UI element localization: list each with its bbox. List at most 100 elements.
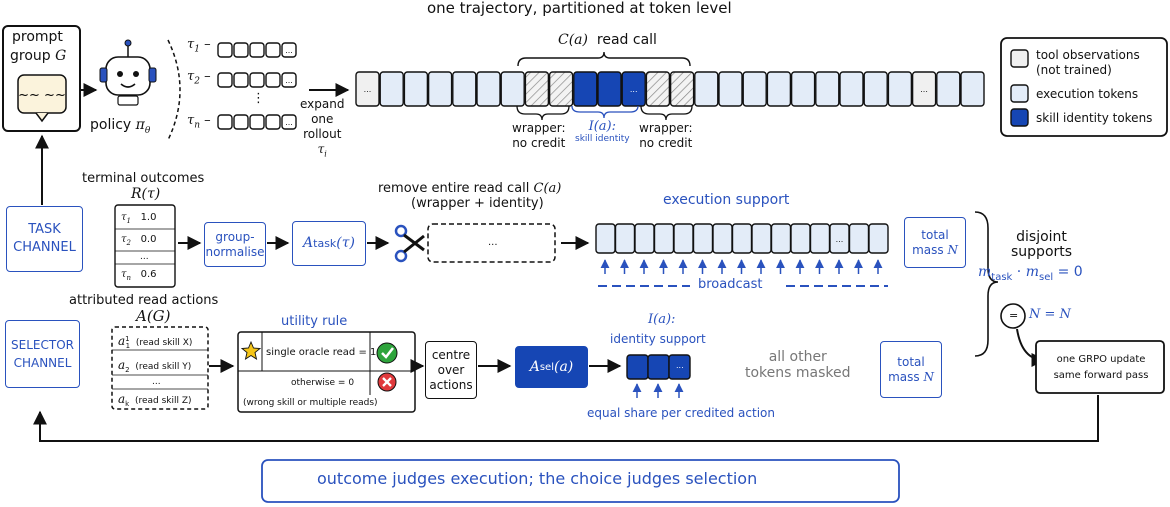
trajectory-token xyxy=(669,71,695,107)
outcome-row-ellipsis: ... xyxy=(140,252,149,262)
identity-label: I(a): skill identity xyxy=(575,119,630,144)
rollout-token xyxy=(249,42,265,58)
outcome-row-2: τ2 0.0 xyxy=(121,234,157,247)
token-ellipsis: ... xyxy=(630,85,638,94)
rollout-label-1: τ1 – xyxy=(187,37,211,55)
prompt-label: prompt xyxy=(12,29,63,45)
rollout-token xyxy=(233,114,249,130)
check-icon xyxy=(376,342,398,364)
broadcast-arrows xyxy=(600,259,883,274)
rollout-token xyxy=(233,72,249,88)
rollout-token xyxy=(281,42,297,58)
trajectory-tokens: ......... xyxy=(355,71,985,107)
identity-token-1 xyxy=(626,354,649,380)
execution-support-token xyxy=(673,223,694,254)
execution-support-token xyxy=(712,223,733,254)
legend-box xyxy=(1000,37,1168,137)
equal-share-label: equal share per credited action xyxy=(587,406,775,420)
token-ellipsis: ... xyxy=(920,85,928,94)
outcome-row-1: τ1 1.0 xyxy=(121,212,157,225)
execution-support-token xyxy=(848,223,870,254)
execution-support-token xyxy=(614,223,636,254)
execution-support-token xyxy=(692,223,714,254)
wrapper-left-label: wrapper:no credit xyxy=(512,121,566,150)
trajectory-token xyxy=(742,71,767,107)
reads-title: attributed read actions xyxy=(69,293,219,308)
rollout-token xyxy=(217,42,233,58)
n-equals-n: N = N xyxy=(1029,307,1071,322)
rollout-rows: ......... xyxy=(217,42,297,130)
outcomes-var: R(τ) xyxy=(131,186,161,202)
disjoint-equation: mtask · msel = 0 xyxy=(978,264,1083,283)
legend-swatch-execution xyxy=(1010,84,1029,103)
legend-swatch-observation xyxy=(1010,49,1029,68)
reads-var: A(G) xyxy=(136,307,171,325)
execution-support-token xyxy=(770,223,792,254)
speech-bubble-tail xyxy=(35,112,49,123)
remove-subtitle: (wrapper + identity) xyxy=(411,196,544,211)
utility-title: utility rule xyxy=(281,314,348,329)
utility-line2: otherwise = 0 xyxy=(291,378,355,388)
identity-token-ellipsis: ... xyxy=(676,361,684,370)
identity-token-3 xyxy=(668,354,691,380)
read-action-2: a2 (read skill Y) xyxy=(118,358,192,374)
legend-execution-label: execution tokens xyxy=(1036,87,1139,101)
token-ellipsis: ... xyxy=(285,46,293,55)
footer-text: outcome judges execution; the choice jud… xyxy=(317,469,758,488)
trajectory-token xyxy=(427,71,453,107)
rollout-token xyxy=(249,72,265,88)
trajectory-token xyxy=(936,71,961,107)
identity-brace xyxy=(571,105,639,119)
rollout-token xyxy=(265,42,281,58)
read-action-ellipsis: ... xyxy=(152,377,161,387)
rollout-vdots: ⋮ xyxy=(252,91,265,106)
read-action-k: ak (read skill Z) xyxy=(118,392,192,408)
trajectory-token xyxy=(887,71,913,107)
token-ellipsis: ... xyxy=(285,118,293,127)
trajectory-token xyxy=(839,71,864,107)
rollout-token xyxy=(217,114,233,130)
trajectory-token xyxy=(863,71,888,107)
page-title: one trajectory, partitioned at token lev… xyxy=(427,0,732,17)
trajectory-token xyxy=(790,71,816,107)
token-ellipsis: ... xyxy=(836,235,844,244)
read-call-brace xyxy=(517,51,691,67)
execution-support-token xyxy=(634,223,655,254)
remove-title: remove entire read call C(a) xyxy=(378,181,562,196)
trajectory-token xyxy=(960,71,985,107)
trajectory-token xyxy=(524,71,550,107)
read-actions-table xyxy=(111,326,209,410)
rollout-token xyxy=(281,114,297,130)
execution-support-token xyxy=(595,223,616,254)
execution-support-token xyxy=(653,223,675,254)
trajectory-token xyxy=(476,71,501,107)
equality-circle xyxy=(1000,303,1026,329)
utility-line1: single oracle read = 1 xyxy=(266,347,377,358)
token-ellipsis: ... xyxy=(364,85,372,94)
execution-support-token xyxy=(790,223,811,254)
trajectory-token xyxy=(403,71,429,107)
trajectory-token xyxy=(718,71,743,107)
identity-support-label: identity support xyxy=(610,332,706,346)
execution-support-tokens: ... xyxy=(595,223,889,254)
read-call-label: C(a) read call xyxy=(558,32,657,48)
trajectory-token xyxy=(597,71,622,107)
group-label: group G xyxy=(10,48,67,64)
speech-squiggle: ~~ ~~ xyxy=(18,88,66,103)
trajectory-token xyxy=(355,71,380,107)
rollout-token xyxy=(265,72,281,88)
trajectory-token xyxy=(548,71,574,107)
read-action-1: a11 (read skill X) xyxy=(118,334,193,350)
broadcast-label: broadcast xyxy=(698,277,763,292)
scissors-icon xyxy=(394,224,425,263)
rollout-token xyxy=(281,72,297,88)
trajectory-token xyxy=(500,71,525,107)
trajectory-token xyxy=(573,71,598,107)
